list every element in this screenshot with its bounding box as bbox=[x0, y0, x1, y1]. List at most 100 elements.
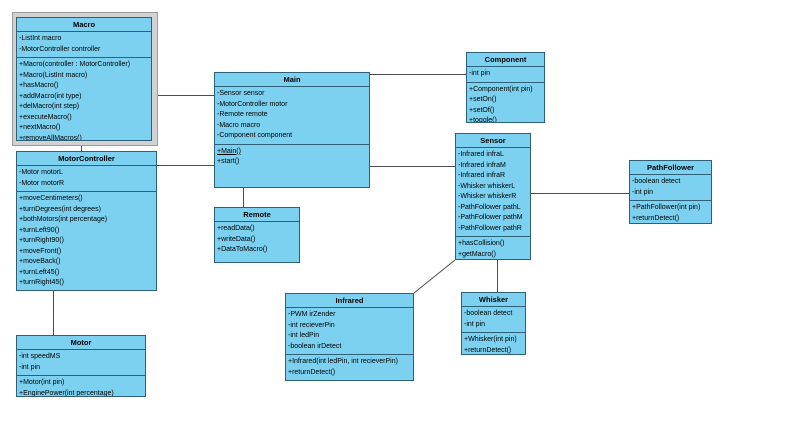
connector-motorcontroller-motor[interactable] bbox=[53, 291, 54, 335]
method-row: +moveCentimeters() bbox=[19, 195, 83, 202]
class-title: PathFollower bbox=[630, 161, 711, 175]
method-row: +addMacro(int type) bbox=[19, 92, 82, 100]
method-row: +Macro(ListInt macro) bbox=[19, 71, 88, 79]
connector-sensor-infrared[interactable] bbox=[413, 259, 456, 294]
connector-sensor-whisker[interactable] bbox=[497, 260, 498, 292]
attribute-row: -int pin bbox=[632, 188, 654, 196]
methods-compartment: +Motor(int pin) +EnginePower(int percenta… bbox=[17, 375, 145, 397]
attribute-row: -Whisker whiskerL bbox=[458, 182, 516, 190]
methods-compartment: +Whisker(int pin) +returnDetect() bbox=[462, 332, 525, 354]
method-row: +EnginePower(int percentage) bbox=[19, 389, 114, 397]
class-title: Infrared bbox=[286, 294, 413, 308]
class-box-motorcontroller[interactable]: MotorController -Motor motorL-Motor moto… bbox=[16, 151, 157, 291]
attributes-compartment: -int speedMS-int pin bbox=[17, 350, 145, 375]
class-box-motor[interactable]: Motor -int speedMS-int pin +Motor(int pi… bbox=[16, 335, 146, 397]
methods-compartment: +moveCentimeters() +turnDegrees(int degre… bbox=[17, 191, 156, 290]
method-row: +Motor(int pin) bbox=[19, 379, 65, 386]
method-row: +turnRight45() bbox=[19, 279, 64, 286]
attribute-row: -Remote remote bbox=[217, 111, 268, 118]
method-row: +Main() bbox=[217, 147, 241, 155]
attribute-row: -MotorController motor bbox=[217, 100, 288, 108]
attribute-row: -int recieverPin bbox=[288, 321, 335, 329]
attribute-row: -boolean detect bbox=[464, 310, 513, 317]
methods-compartment: +hasCollision()+getMacro() bbox=[456, 236, 530, 259]
attribute-row: -Component component bbox=[217, 132, 293, 139]
attribute-row: -Motor motorR bbox=[19, 179, 65, 187]
method-row: +turnLeft90() bbox=[19, 226, 60, 234]
attribute-row: -PathFollower pathM bbox=[458, 214, 523, 221]
class-box-infrared[interactable]: Infrared -PWM irZender -int recieverPin -i… bbox=[285, 293, 414, 381]
class-title: Macro bbox=[17, 18, 151, 32]
connector-main-remote[interactable] bbox=[243, 188, 244, 207]
attribute-row: -Infrared infraM bbox=[458, 161, 506, 169]
method-row: +hasCollision() bbox=[458, 240, 505, 247]
class-box-whisker[interactable]: Whisker -boolean detect -int pin +Whisker… bbox=[461, 292, 526, 355]
attribute-row: -int speedMS bbox=[19, 353, 61, 360]
method-row: +readData() bbox=[217, 225, 255, 232]
method-row: +returnDetect() bbox=[288, 368, 336, 376]
methods-compartment: +Main() +start() bbox=[215, 143, 369, 188]
attribute-row: -PathFollower pathL bbox=[458, 203, 521, 211]
method-row: +nextMacro() bbox=[19, 124, 61, 131]
method-row: +executeMacro() bbox=[19, 113, 72, 121]
class-box-remote[interactable]: Remote +readData()+writeData()+DataToMac… bbox=[214, 207, 300, 263]
attribute-row: -int pin bbox=[469, 70, 491, 77]
class-title: Remote bbox=[215, 208, 299, 222]
method-row: +toggle() bbox=[469, 117, 497, 123]
method-row: +Macro(controller : MotorController) bbox=[19, 61, 131, 68]
attribute-row: -Infrared infraR bbox=[458, 172, 506, 179]
method-row: +returnDetect() bbox=[464, 346, 512, 354]
methods-compartment: +readData()+writeData()+DataToMacro() bbox=[215, 222, 299, 262]
method-row: +PathFollower(int pin) bbox=[632, 204, 701, 211]
method-row: +moveFront() bbox=[19, 247, 62, 255]
method-row: +hasMacro() bbox=[19, 82, 59, 89]
method-row: +returnDetect() bbox=[632, 214, 680, 222]
methods-compartment: +Macro(controller : MotorController) +Mac… bbox=[17, 57, 151, 141]
connector-sensor-pathfollower[interactable] bbox=[531, 193, 629, 194]
attribute-row: -PWM irZender bbox=[288, 311, 336, 318]
class-box-macro[interactable]: Macro -ListInt macro -MotorController con… bbox=[16, 17, 152, 141]
method-row: +turnDegrees(int degrees) bbox=[19, 205, 101, 213]
class-box-main[interactable]: Main -Sensor sensor -MotorController moto… bbox=[214, 72, 370, 188]
attribute-row: -boolean detect bbox=[632, 178, 681, 185]
attribute-row: -Infrared infraL bbox=[458, 151, 504, 158]
connector-motorcontroller-main[interactable] bbox=[157, 165, 214, 166]
connector-macro-motorcontroller[interactable] bbox=[81, 141, 82, 151]
class-title: Main bbox=[215, 73, 369, 87]
methods-compartment: +Infrared(int ledPin, int recieverPin) +r… bbox=[286, 354, 413, 380]
attribute-row: -ListInt macro bbox=[19, 35, 62, 42]
class-box-pathfollower[interactable]: PathFollower -boolean detect -int pin +Pa… bbox=[629, 160, 712, 224]
class-title: Whisker bbox=[462, 293, 525, 307]
method-row: +writeData() bbox=[217, 235, 256, 243]
attribute-row: -int ledPin bbox=[288, 332, 320, 339]
method-row: +Whisker(int pin) bbox=[464, 336, 517, 343]
class-box-sensor[interactable]: Sensor -Infrared infraL-Infrared infraM-… bbox=[455, 133, 531, 260]
attribute-row: -Whisker whiskerR bbox=[458, 193, 517, 200]
methods-compartment: +PathFollower(int pin) +returnDetect() bbox=[630, 200, 711, 223]
method-row: +Infrared(int ledPin, int recieverPin) bbox=[288, 358, 398, 365]
attributes-compartment: -Motor motorL -Motor motorR bbox=[17, 166, 156, 191]
attributes-compartment: -boolean detect -int pin bbox=[462, 307, 525, 332]
attribute-row: -int pin bbox=[464, 320, 486, 328]
method-row: +bothMotors(int percentage) bbox=[19, 216, 108, 223]
attributes-compartment: -PWM irZender -int recieverPin -int ledPin… bbox=[286, 308, 413, 354]
attribute-row: -boolean irDetect bbox=[288, 342, 342, 350]
attributes-compartment: -Infrared infraL -Infrared infraM -Infrare… bbox=[456, 148, 530, 236]
method-row: +start() bbox=[217, 158, 240, 165]
attributes-compartment: -boolean detect -int pin bbox=[630, 175, 711, 200]
class-box-component[interactable]: Component -int pin +Component(int pin)+s… bbox=[466, 52, 545, 123]
connector-main-sensor[interactable] bbox=[370, 166, 455, 167]
class-title: Sensor bbox=[456, 134, 530, 148]
method-row: +removeAllMacros() bbox=[19, 134, 82, 141]
method-row: +delMacro(int step) bbox=[19, 103, 80, 110]
method-row: +setOf() bbox=[469, 106, 495, 114]
method-row: +turnLeft45() bbox=[19, 268, 60, 276]
method-row: +turnRight90() bbox=[19, 237, 64, 244]
connector-macro-main[interactable] bbox=[152, 95, 214, 96]
attribute-row: -Motor motorL bbox=[19, 169, 63, 176]
method-row: +setOn() bbox=[469, 96, 497, 103]
attribute-row: -MotorController controller bbox=[19, 45, 101, 53]
connector-main-component[interactable] bbox=[370, 74, 466, 75]
attribute-row: -Sensor sensor bbox=[217, 90, 265, 97]
